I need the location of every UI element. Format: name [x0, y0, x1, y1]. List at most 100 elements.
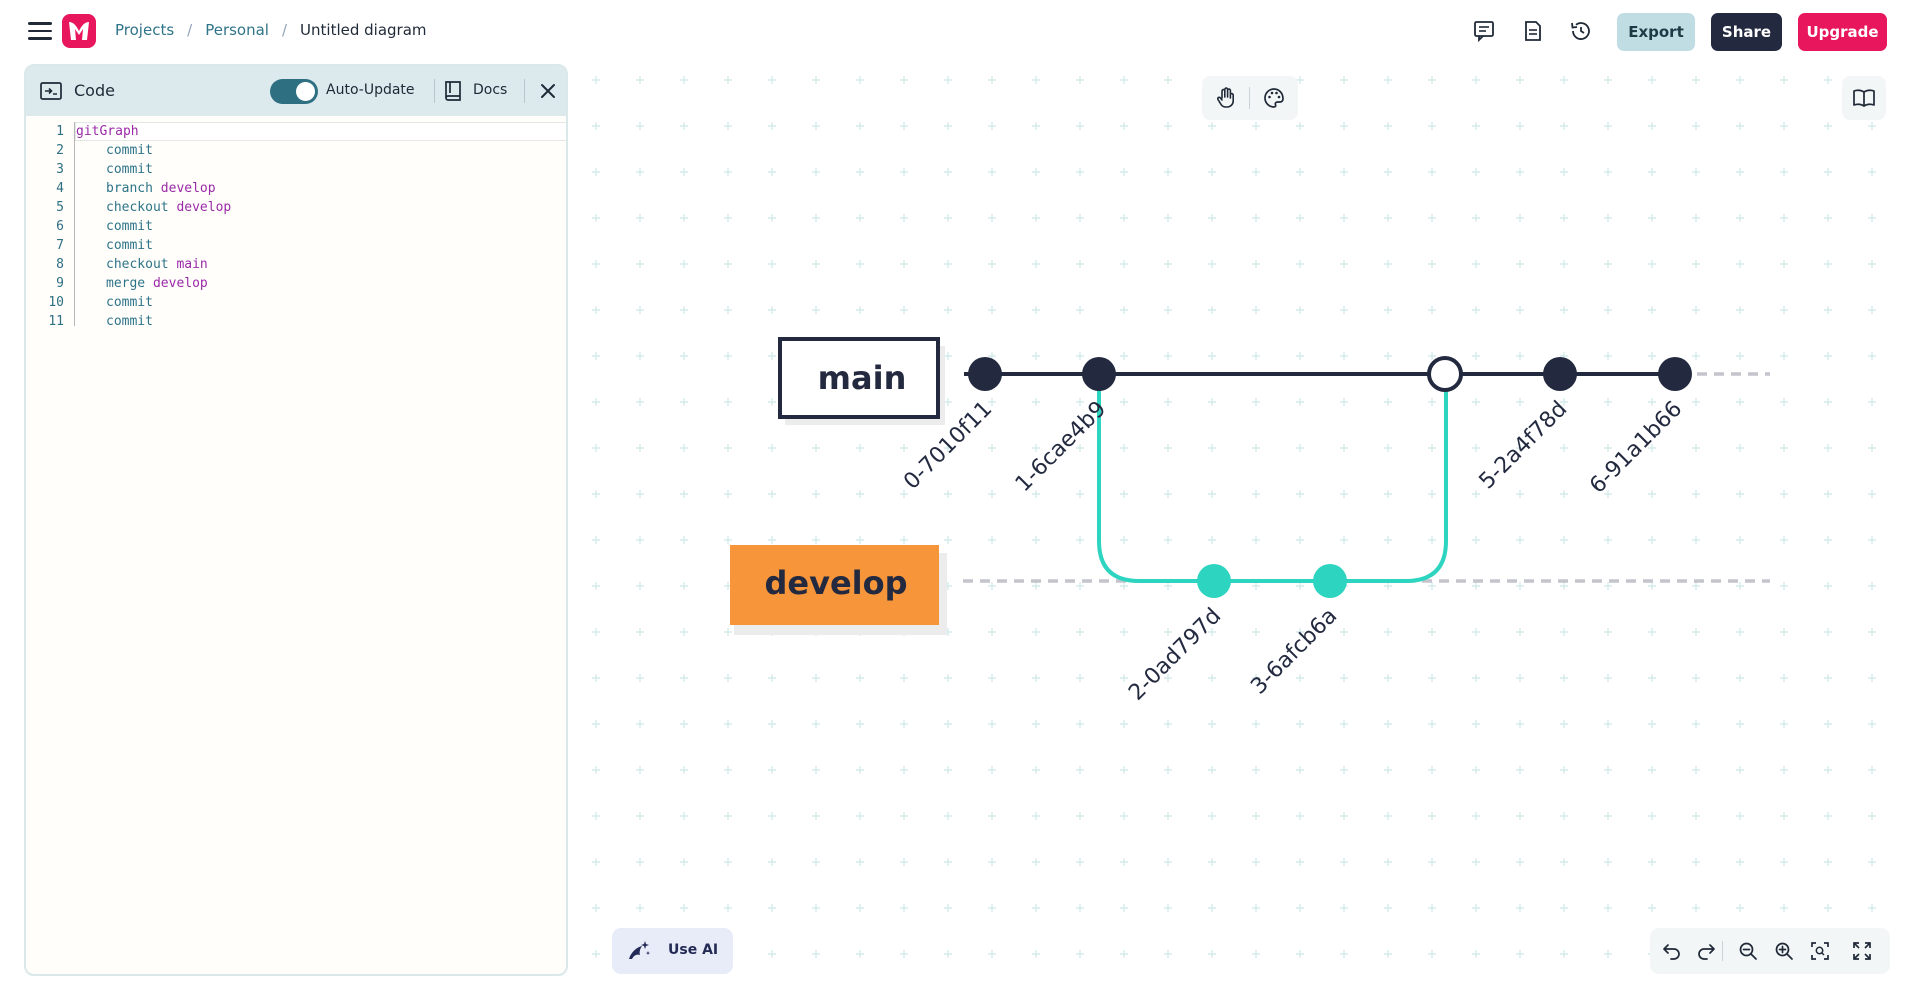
line-number: 6	[56, 219, 64, 234]
commit-node[interactable]	[1082, 357, 1116, 391]
code-text: commit	[106, 219, 153, 234]
gutter-divider	[74, 122, 75, 326]
hand-pan-icon[interactable]	[1212, 84, 1240, 112]
line-number: 4	[56, 181, 64, 196]
use-ai-label: Use AI	[668, 942, 719, 958]
code-line: 5 checkout develop	[26, 198, 566, 217]
controls-separator	[1722, 941, 1723, 961]
breadcrumb: Projects / Personal / Untitled diagram	[115, 21, 427, 39]
develop-branch-path	[1097, 374, 1448, 583]
commit-label: 6-91a1b66	[1585, 397, 1687, 499]
line-number: 11	[48, 314, 64, 329]
code-panel-header: Code Auto-Update Docs	[26, 66, 566, 116]
code-keyword: checkout	[106, 257, 177, 272]
breadcrumb-separator: /	[281, 21, 288, 39]
logo-mark-icon	[69, 22, 89, 40]
code-line: 11 commit	[26, 312, 566, 331]
redo-icon[interactable]	[1694, 939, 1718, 963]
app-logo[interactable]	[62, 14, 96, 48]
breadcrumb-separator: /	[187, 21, 193, 39]
docs-link[interactable]: Docs	[473, 82, 508, 98]
code-line: 9 merge develop	[26, 274, 566, 293]
commit-node[interactable]	[1658, 357, 1692, 391]
auto-update-toggle[interactable]	[270, 79, 318, 104]
document-icon[interactable]	[1520, 18, 1546, 44]
code-line: 4 branch develop	[26, 179, 566, 198]
code-line: 10 commit	[26, 293, 566, 312]
line-number: 1	[56, 124, 64, 139]
code-line: 7 commit	[26, 236, 566, 255]
code-text: commit	[106, 143, 153, 158]
code-argument: develop	[152, 276, 208, 291]
comment-icon[interactable]	[1471, 18, 1497, 44]
docs-book-icon[interactable]	[442, 79, 464, 103]
line-number: 2	[56, 143, 64, 158]
menu-icon[interactable]	[28, 22, 52, 40]
merge-commit-node[interactable]	[1427, 356, 1463, 392]
code-text: branch develop	[106, 181, 216, 196]
code-line: 6 commit	[26, 217, 566, 236]
fit-view-icon[interactable]	[1808, 939, 1832, 963]
auto-update-label: Auto-Update	[326, 82, 415, 98]
commit-label: 3-6afcb6a	[1246, 604, 1342, 700]
code-keyword: merge	[106, 276, 153, 291]
canvas-grid	[578, 62, 1890, 992]
code-panel-title: Code	[74, 81, 115, 100]
code-editor[interactable]: 1 gitGraph 2 commit 3 commit 4 branch de…	[26, 116, 566, 974]
breadcrumb-projects[interactable]: Projects	[115, 21, 175, 39]
main-branch-label	[778, 337, 940, 419]
close-icon[interactable]	[538, 81, 558, 101]
code-text: commit	[106, 238, 153, 253]
breadcrumb-personal[interactable]: Personal	[205, 21, 269, 39]
zoom-in-icon[interactable]	[1772, 939, 1796, 963]
export-button[interactable]: Export	[1617, 13, 1695, 51]
line-number: 5	[56, 200, 64, 215]
active-line-highlight	[75, 122, 566, 141]
code-text: checkout develop	[106, 200, 231, 215]
line-number: 8	[56, 257, 64, 272]
undo-icon[interactable]	[1660, 939, 1684, 963]
use-ai-button[interactable]: Use AI	[612, 928, 733, 974]
open-book-icon[interactable]	[1842, 76, 1886, 120]
code-line: 1 gitGraph	[26, 122, 566, 141]
line-number: 10	[48, 295, 64, 310]
tool-separator	[1249, 87, 1250, 109]
code-panel: Code Auto-Update Docs 1 gitGraph 2 commi…	[24, 64, 568, 976]
upgrade-button[interactable]: Upgrade	[1798, 13, 1887, 51]
code-text: commit	[106, 314, 153, 329]
develop-branch-name: develop	[764, 564, 907, 602]
canvas-tool-group	[1202, 76, 1298, 120]
code-argument: develop	[160, 181, 216, 196]
main-branch-name: main	[818, 359, 907, 397]
code-keyword: checkout	[106, 200, 177, 215]
diagram-title[interactable]: Untitled diagram	[300, 21, 427, 39]
code-line: 2 commit	[26, 141, 566, 160]
zoom-out-icon[interactable]	[1736, 939, 1760, 963]
palette-icon[interactable]	[1260, 84, 1288, 112]
code-icon	[40, 82, 62, 100]
code-text: commit	[106, 295, 153, 310]
ai-sparkle-icon	[629, 941, 650, 959]
commit-node[interactable]	[1313, 564, 1347, 598]
header-separator	[524, 79, 525, 103]
code-text: commit	[106, 162, 153, 177]
line-number: 9	[56, 276, 64, 291]
commit-label: 2-0ad797d	[1124, 604, 1226, 706]
line-number: 7	[56, 238, 64, 253]
line-number: 3	[56, 162, 64, 177]
code-text: gitGraph	[76, 124, 139, 139]
commit-node[interactable]	[1543, 357, 1577, 391]
commit-label: 1-6cae4b9	[1011, 397, 1111, 497]
code-text: checkout main	[106, 257, 208, 272]
share-button[interactable]: Share	[1711, 13, 1782, 51]
code-argument: main	[176, 257, 208, 272]
history-icon[interactable]	[1568, 18, 1594, 44]
code-line: 3 commit	[26, 160, 566, 179]
top-bar: Projects / Personal / Untitled diagram E…	[0, 0, 1912, 62]
commit-node[interactable]	[968, 357, 1002, 391]
commit-node[interactable]	[1197, 564, 1231, 598]
commit-label: 5-2a4f78d	[1475, 397, 1573, 495]
develop-branch-label	[730, 545, 939, 625]
fullscreen-icon[interactable]	[1850, 939, 1874, 963]
